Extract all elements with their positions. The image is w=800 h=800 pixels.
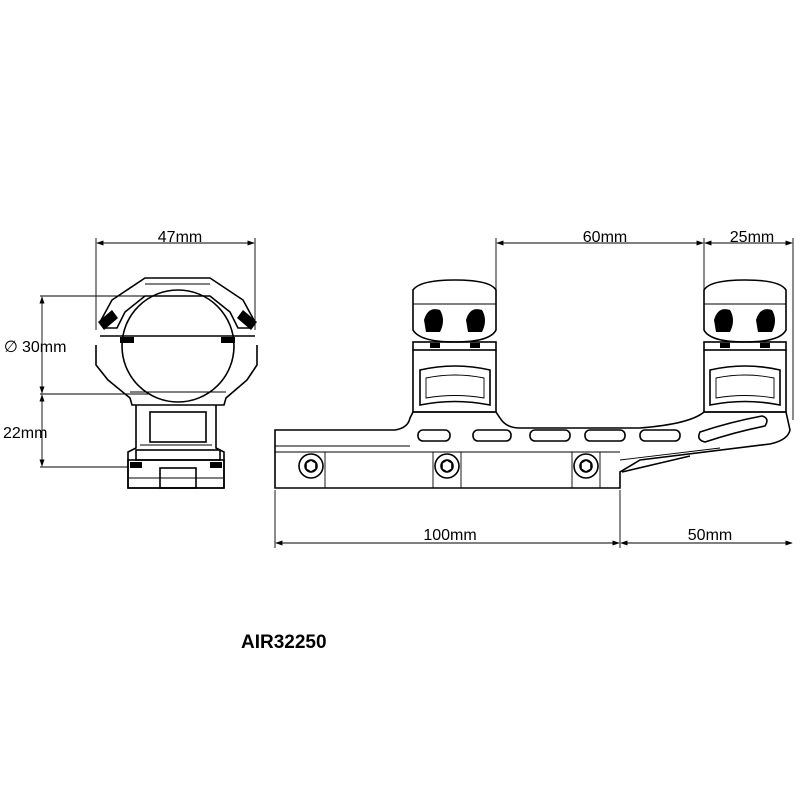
base-length-dimension-label: 100mm (423, 527, 476, 544)
mount-base (274, 411, 791, 489)
model-number: AIR32250 (241, 632, 327, 653)
screw-2-icon (434, 453, 460, 479)
ring-top-cap (98, 277, 257, 343)
rear-ring (412, 279, 497, 413)
screw-3-icon (573, 453, 599, 479)
height-dimension-label: 22mm (3, 425, 47, 442)
diameter-dimension-label: 30mm (22, 339, 66, 356)
spacing-dimension-label: 60mm (583, 229, 627, 246)
side-view: 60mm 25mm (274, 229, 794, 548)
end-dimension-label: 25mm (730, 229, 774, 246)
front-ring (703, 279, 787, 413)
front-view: 47mm (3, 229, 258, 489)
ring-base-clamp (127, 405, 225, 489)
width-dimension-label: 47mm (158, 229, 202, 246)
diameter-symbol: ∅ (4, 339, 18, 356)
cantilever-dimension-label: 50mm (688, 527, 732, 544)
ring-body (95, 289, 258, 406)
screw-1-icon (298, 453, 324, 479)
